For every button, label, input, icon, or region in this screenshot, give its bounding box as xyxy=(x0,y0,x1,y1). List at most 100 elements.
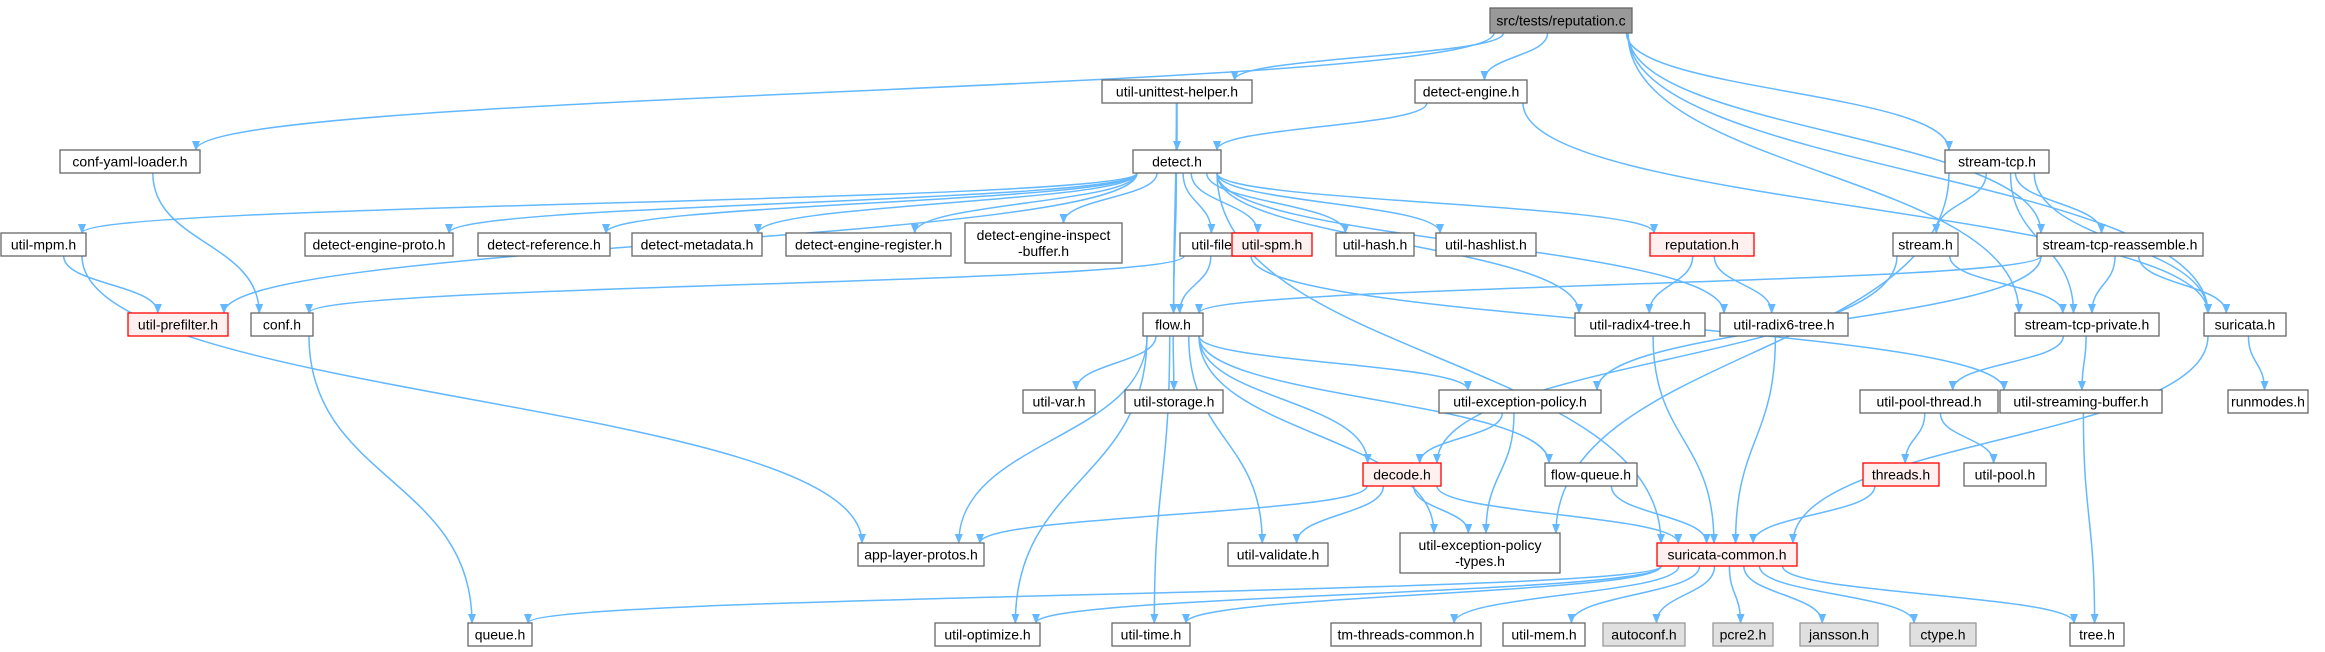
node-de-ref[interactable]: detect-reference.h xyxy=(477,232,611,257)
node-label: reputation.h xyxy=(1665,237,1739,253)
node-util-var[interactable]: util-var.h xyxy=(1022,389,1096,414)
edge-detect-h-to-de-meta xyxy=(754,172,1138,234)
node-label: jansson.h xyxy=(1808,627,1869,643)
node-unittest[interactable]: util-unittest-helper.h xyxy=(1101,79,1253,104)
node-exc-types[interactable]: util-exception-policy-types.h xyxy=(1399,532,1561,574)
node-box xyxy=(304,232,454,257)
node-label: util-radix4-tree.h xyxy=(1589,317,1690,333)
node-box xyxy=(785,232,952,257)
node-box xyxy=(1859,389,1999,414)
node-jansson[interactable]: jansson.h xyxy=(1799,622,1879,647)
edge-flow-h-to-util-storage xyxy=(1169,335,1178,391)
node-threads[interactable]: threads.h xyxy=(1862,462,1940,487)
edge-stream-tcp-to-stream-h xyxy=(1932,172,1988,234)
node-util-storage[interactable]: util-storage.h xyxy=(1124,389,1224,414)
node-label: detect-engine-inspect xyxy=(977,227,1111,243)
edge-suri-common-to-ctype xyxy=(1758,565,1918,624)
node-label: util-exception-policy.h xyxy=(1453,394,1587,410)
edge-decode-to-app-protos xyxy=(976,485,1368,544)
edge-flow-h-to-decode xyxy=(1198,335,1372,464)
edge-root-to-stream-tcp xyxy=(1625,32,1953,151)
node-ctype[interactable]: ctype.h xyxy=(1909,622,1977,647)
node-conf-h[interactable]: conf.h xyxy=(250,312,314,337)
node-de-reg[interactable]: detect-engine-register.h xyxy=(785,232,952,257)
node-streaming-buf[interactable]: util-streaming-buffer.h xyxy=(1999,389,2163,414)
node-util-validate[interactable]: util-validate.h xyxy=(1227,542,1329,567)
node-label: util-pool-thread.h xyxy=(1876,394,1981,410)
node-detect-h[interactable]: detect.h xyxy=(1132,149,1222,174)
node-util-mem[interactable]: util-mem.h xyxy=(1502,622,1586,647)
node-app-protos[interactable]: app-layer-protos.h xyxy=(857,542,985,567)
edge-exc-policy-to-decode xyxy=(1415,412,1504,464)
node-reputation[interactable]: reputation.h xyxy=(1649,232,1755,257)
node-conf-yaml[interactable]: conf-yaml-loader.h xyxy=(59,149,201,174)
edge-flow-h-to-util-optimize xyxy=(1011,335,1148,624)
node-util-mpm[interactable]: util-mpm.h xyxy=(0,232,87,257)
node-label: util-hashlist.h xyxy=(1445,237,1527,253)
node-decode[interactable]: decode.h xyxy=(1362,462,1442,487)
node-st-private[interactable]: stream-tcp-private.h xyxy=(2014,312,2160,337)
node-label: conf.h xyxy=(263,317,301,333)
node-flow-queue[interactable]: flow-queue.h xyxy=(1544,462,1638,487)
node-box xyxy=(934,622,1041,647)
edge-suri-common-to-jansson xyxy=(1743,565,1827,624)
node-radix6[interactable]: util-radix6-tree.h xyxy=(1719,312,1849,337)
node-box xyxy=(964,222,1123,264)
node-label: util-mem.h xyxy=(1511,627,1576,643)
node-queue-h[interactable]: queue.h xyxy=(467,622,533,647)
node-label: stream-tcp-reassemble.h xyxy=(2043,237,2198,253)
node-label: tree.h xyxy=(2079,627,2115,643)
node-label: pcre2.h xyxy=(1720,627,1767,643)
node-root[interactable]: src/tests/reputation.c xyxy=(1489,7,1633,34)
node-suricata-h[interactable]: suricata.h xyxy=(2203,312,2287,337)
node-label: src/tests/reputation.c xyxy=(1496,13,1625,29)
edge-detect-h-to-flow-h xyxy=(1169,172,1178,314)
node-pool-thread[interactable]: util-pool-thread.h xyxy=(1859,389,1999,414)
node-box xyxy=(1649,232,1755,257)
node-flow-h[interactable]: flow.h xyxy=(1142,312,1204,337)
edge-detect-h-to-de-ref xyxy=(602,172,1138,234)
edge-detect-engine-to-detect-h xyxy=(1213,102,1428,151)
node-label: runmodes.h xyxy=(2231,394,2305,410)
edge-radix6-to-suri-common xyxy=(1731,335,1777,544)
edge-reputation-to-radix6 xyxy=(1713,255,1776,314)
node-util-hashlist[interactable]: util-hashlist.h xyxy=(1435,232,1537,257)
node-label: util-storage.h xyxy=(1134,394,1215,410)
node-runmodes[interactable]: runmodes.h xyxy=(2227,389,2309,414)
edge-conf-yaml-to-conf-h xyxy=(152,172,264,314)
edge-util-file-to-flow-h xyxy=(1175,255,1212,314)
node-label: util-spm.h xyxy=(1242,237,1303,253)
node-stream-tcp[interactable]: stream-tcp.h xyxy=(1944,149,2050,174)
edge-detect-h-to-util-mpm xyxy=(78,172,1138,234)
edge-flow-h-to-util-var xyxy=(1072,335,1157,391)
node-util-hash[interactable]: util-hash.h xyxy=(1335,232,1415,257)
node-util-prefilter[interactable]: util-prefilter.h xyxy=(127,312,229,337)
node-pcre2[interactable]: pcre2.h xyxy=(1712,622,1774,647)
node-de-inspect[interactable]: detect-engine-inspect-buffer.h xyxy=(964,222,1123,264)
node-de-proto[interactable]: detect-engine-proto.h xyxy=(304,232,454,257)
node-detect-engine[interactable]: detect-engine.h xyxy=(1414,79,1528,104)
node-box xyxy=(1602,622,1686,647)
node-util-optimize[interactable]: util-optimize.h xyxy=(934,622,1041,647)
node-exc-policy[interactable]: util-exception-policy.h xyxy=(1438,389,1602,414)
edge-suri-common-to-util-mem xyxy=(1567,565,1701,624)
node-autoconf[interactable]: autoconf.h xyxy=(1602,622,1686,647)
node-stream-h[interactable]: stream.h xyxy=(1892,232,1959,257)
node-label: util-hash.h xyxy=(1343,237,1408,253)
node-util-time[interactable]: util-time.h xyxy=(1111,622,1191,647)
node-st-reassemble[interactable]: stream-tcp-reassemble.h xyxy=(2036,232,2204,257)
edge-decode-to-util-validate xyxy=(1292,485,1385,544)
node-tree-h[interactable]: tree.h xyxy=(2069,622,2125,647)
node-util-spm[interactable]: util-spm.h xyxy=(1231,232,1313,257)
node-radix4[interactable]: util-radix4-tree.h xyxy=(1574,312,1706,337)
edge-suri-common-to-util-optimize xyxy=(1032,565,1662,624)
node-label: decode.h xyxy=(1373,467,1431,483)
edge-detect-h-to-de-inspect xyxy=(1059,172,1158,224)
node-de-meta[interactable]: detect-metadata.h xyxy=(631,232,763,257)
node-tm-threads[interactable]: tm-threads-common.h xyxy=(1330,622,1482,647)
edge-detect-h-to-util-spm xyxy=(1190,172,1262,234)
node-util-pool[interactable]: util-pool.h xyxy=(1963,462,2047,487)
node-box xyxy=(1799,622,1879,647)
node-suri-common[interactable]: suricata-common.h xyxy=(1656,542,1798,567)
node-box xyxy=(127,312,229,337)
